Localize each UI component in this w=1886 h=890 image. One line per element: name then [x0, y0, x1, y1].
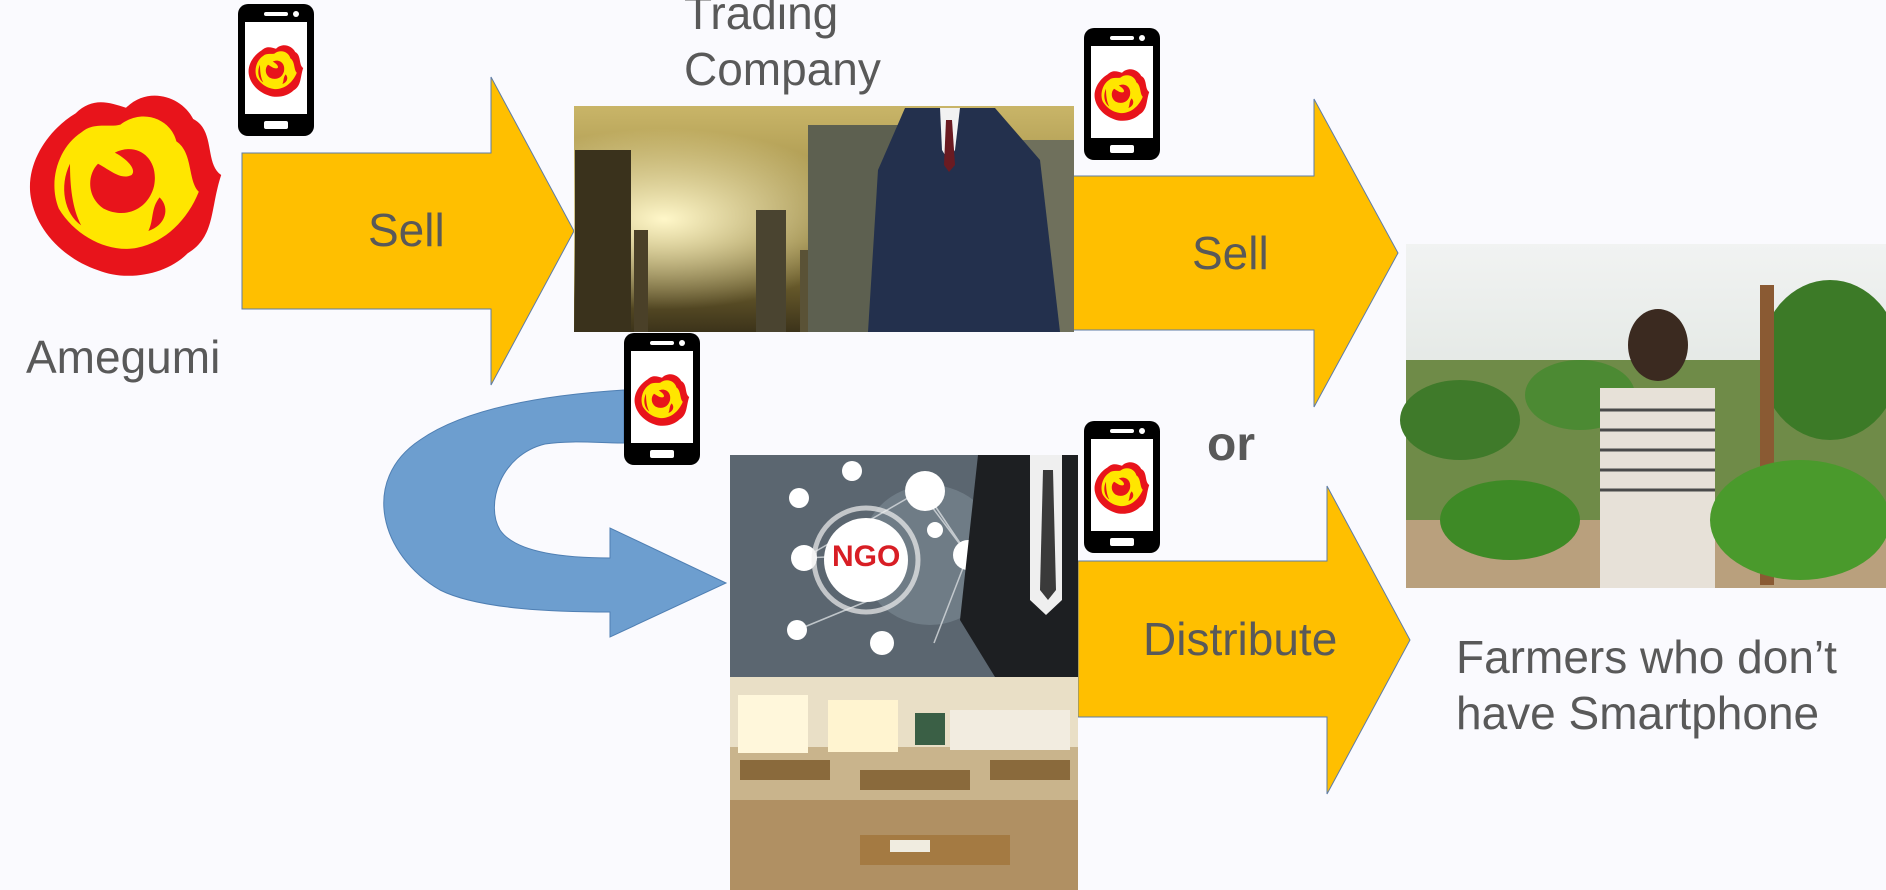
smartphone-icon	[624, 333, 700, 465]
or-label: or	[1207, 418, 1255, 471]
curved-arrow	[383, 389, 728, 638]
ngo-badge: NGO	[832, 540, 901, 573]
classroom-photo	[730, 677, 1078, 890]
smartphone-icon	[1084, 421, 1160, 553]
smartphone-icon	[238, 4, 314, 136]
trading-company-photo	[574, 106, 1074, 332]
distribute-arrow-label: Distribute	[1143, 613, 1338, 665]
farmers-label-line2: have Smartphone	[1456, 687, 1820, 739]
sell-arrow-label: Sell	[368, 204, 445, 256]
distribute-arrow	[1077, 485, 1411, 795]
farmer-photo	[1400, 244, 1886, 588]
amegumi-logo-icon	[29, 95, 222, 276]
smartphone-icon	[1084, 28, 1160, 160]
amegumi-label: Amegumi	[26, 331, 221, 383]
trading-company-label-line2: Company	[684, 43, 881, 95]
ngo-photo	[730, 455, 1078, 677]
farmers-label-line1: Farmers who don’t	[1456, 631, 1837, 683]
sell-arrow-to-company	[241, 76, 575, 386]
trading-company-label-line1: Trading	[684, 0, 839, 39]
sell-arrow-to-farmers	[1072, 98, 1399, 408]
sell-arrow-label: Sell	[1192, 227, 1269, 279]
